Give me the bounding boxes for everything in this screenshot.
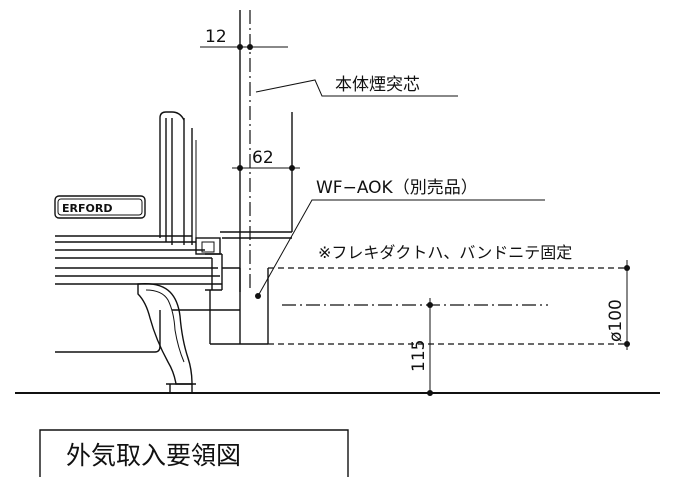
brand-text: ERFORD [62, 202, 112, 215]
title-text: 外気取入要領図 [66, 441, 241, 470]
dimension-12: 12 [200, 27, 288, 50]
dimension-62-value: 62 [252, 148, 274, 168]
stove-leg [137, 282, 196, 393]
product-leader: WF−AOK（別売品） [255, 178, 545, 299]
chimney-center-label: 本体煙突芯 [335, 75, 420, 95]
brand-plate [54, 195, 146, 219]
chimney-lines [220, 10, 293, 292]
dimension-115-value: 115 [409, 340, 429, 372]
air-adapter [172, 267, 269, 345]
fixing-note: ※フレキダクトハ、バンドニテ固定 [318, 243, 572, 262]
dimension-diameter-value: ø100 [606, 299, 626, 342]
stove-body: ERFORD [54, 111, 223, 353]
product-label: WF−AOK（別売品） [316, 178, 478, 198]
dimension-62: 62 [232, 148, 300, 171]
dimension-12-value: 12 [205, 27, 227, 47]
title-box: 外気取入要領図 [39, 429, 349, 477]
dimension-diameter: ø100 [606, 260, 630, 350]
chimney-center-leader: 本体煙突芯 [255, 75, 458, 97]
dimension-115: 115 [409, 298, 433, 396]
